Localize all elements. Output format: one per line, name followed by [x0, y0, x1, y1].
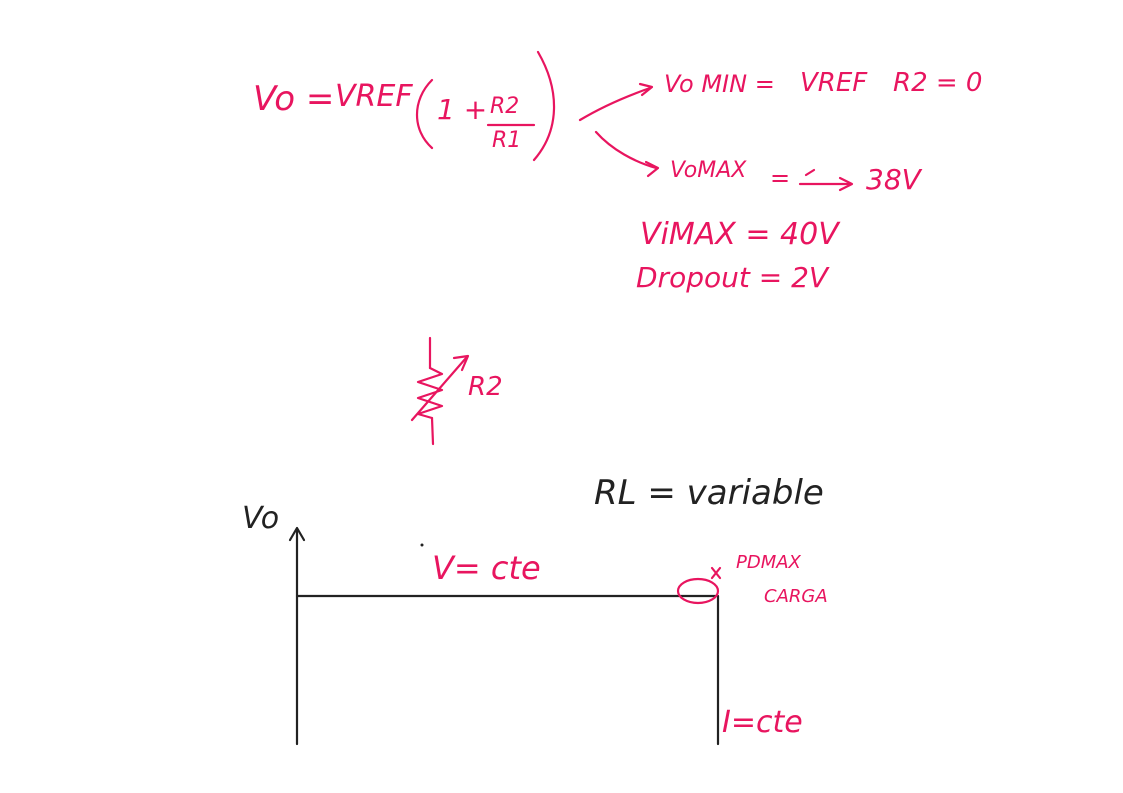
- pot-zigzag: [416, 366, 444, 420]
- dropout-note: Dropout = 2V: [636, 261, 829, 294]
- arrow-tick: [804, 168, 816, 177]
- formula-lhs: Vo =: [253, 79, 335, 119]
- vo-min-label: Vo MIN =: [664, 70, 775, 98]
- arrow-to-max: [594, 130, 658, 170]
- load-note: RL = variable: [594, 473, 824, 513]
- pot-lead-bottom: [430, 416, 435, 446]
- formula-numerator: R2: [490, 94, 520, 119]
- pot-label: R2: [468, 372, 503, 402]
- vo-max-value: 38V: [866, 163, 921, 196]
- formula-one-plus: 1 +: [437, 93, 488, 126]
- vo-min-condition: R2 = 0: [893, 68, 983, 98]
- pot-wiper: [410, 356, 468, 422]
- voltage-region-label: V= cte: [432, 549, 541, 587]
- arrow-to-38v-head: [838, 176, 854, 192]
- vimax-note: ViMAX = 40V: [640, 217, 839, 252]
- formula-denominator: R1: [492, 128, 522, 153]
- knee-note-line1: PDMAX: [736, 552, 801, 573]
- left-paren: [415, 78, 434, 150]
- knee-pointer: [710, 566, 722, 580]
- pot-wiper-head: [452, 354, 470, 372]
- y-axis-arrow: [288, 526, 306, 542]
- stray-dot: [420, 543, 424, 547]
- current-region-label: I=cte: [722, 705, 803, 740]
- vo-max-equals: =: [770, 164, 791, 192]
- vo-max-label: VoMAX: [670, 158, 747, 183]
- y-axis-label: Vo: [242, 501, 280, 536]
- knee-note-line2: CARGA: [764, 586, 828, 607]
- right-paren: [532, 50, 556, 162]
- formula-vref: VREF: [335, 79, 413, 114]
- vo-min-value: VREF: [800, 68, 868, 98]
- arrow-to-max-head: [644, 160, 660, 178]
- arrow-to-min-head: [638, 82, 654, 97]
- arrow-to-min: [578, 86, 652, 122]
- knee-circle: [676, 577, 720, 605]
